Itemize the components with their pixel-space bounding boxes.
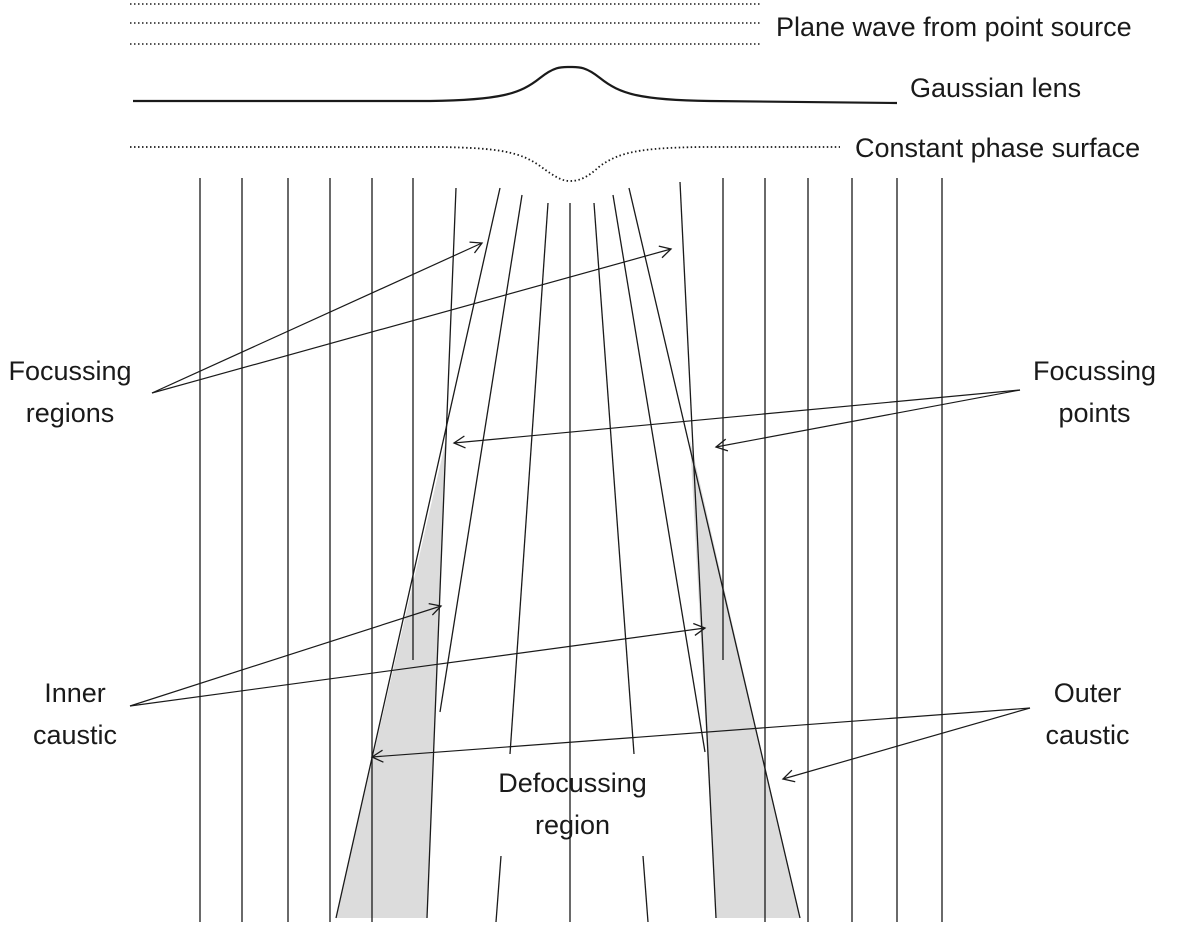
arrow-focussing-regions-left: [151, 241, 484, 394]
label-defocussing-region-line1: Defocussing: [498, 768, 647, 798]
label-focussing-regions-line2: regions: [25, 398, 115, 428]
label-focussing-regions: Focussing regions: [0, 350, 140, 434]
ray-fragment: [642, 855, 649, 923]
label-defocussing-region-line2: region: [534, 810, 611, 840]
straight-rays: [199, 178, 943, 922]
gaussian-lens-curve: [133, 65, 898, 105]
arrow-inner-caustic-right: [129, 622, 707, 707]
annotation-arrows: [129, 241, 1031, 783]
arrow-focussing-points-right: [714, 389, 1021, 452]
label-inner-caustic-line2: caustic: [32, 720, 118, 750]
constant-phase-curve: [130, 146, 840, 182]
ray-left-6: [509, 202, 549, 755]
arrow-focussing-points-left: [452, 389, 1021, 449]
ray-fragment: [495, 855, 502, 923]
arrow-focussing-regions-right: [151, 245, 673, 394]
label-focussing-regions-line1: Focussing: [8, 356, 132, 386]
arrow-inner-caustic-left: [129, 603, 443, 707]
ray-right-2: [679, 181, 717, 919]
right-deflected-rays: [593, 178, 801, 919]
label-outer-caustic-line1: Outer: [1053, 678, 1122, 708]
plane-wave-lines: [130, 3, 760, 45]
label-outer-caustic-line2: caustic: [1045, 720, 1130, 750]
arrow-outer-caustic-left: [370, 707, 1031, 763]
label-defocussing-region: Defocussing region: [470, 762, 675, 846]
label-focussing-points-line2: points: [1058, 398, 1131, 428]
label-focussing-points-line1: Focussing: [1032, 356, 1157, 386]
arrow-outer-caustic-right: [781, 707, 1031, 783]
label-outer-caustic: Outer caustic: [1030, 672, 1145, 756]
label-gaussian-lens: Gaussian lens: [910, 73, 1082, 103]
ray-left-4: [335, 187, 501, 919]
label-inner-caustic-line1: Inner: [44, 678, 106, 708]
ray-right-3: [628, 187, 801, 919]
label-constant-phase: Constant phase surface: [855, 133, 1141, 163]
ray-right-4: [612, 194, 706, 753]
central-ray-fragments: [495, 855, 649, 923]
label-focussing-points: Focussing points: [1022, 350, 1167, 434]
ray-left-5: [439, 194, 523, 713]
label-inner-caustic: Inner caustic: [20, 672, 130, 756]
ray-right-5: [593, 202, 635, 755]
label-plane-wave: Plane wave from point source: [776, 12, 1132, 42]
